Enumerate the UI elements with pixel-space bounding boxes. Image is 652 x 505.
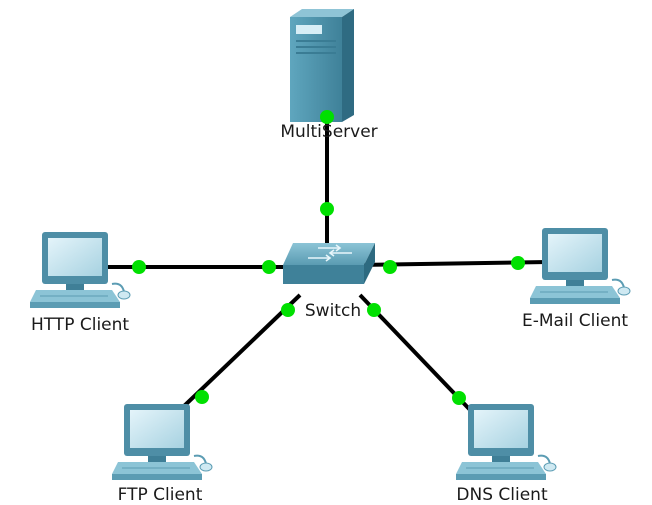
link-light [383, 260, 397, 274]
http-client-label: HTTP Client [31, 315, 129, 335]
device-email-client[interactable]: E-Mail Client [522, 228, 631, 331]
device-switch[interactable]: Switch [283, 243, 375, 321]
link-light [452, 391, 466, 405]
link-light [281, 303, 295, 317]
server-icon [290, 9, 354, 122]
multiserver-label: MultiServer [280, 122, 377, 142]
pc-icon [30, 232, 131, 308]
device-dns-client[interactable]: DNS Client [456, 404, 557, 505]
link-light [320, 110, 334, 124]
pc-icon [530, 228, 631, 304]
pc-icon [112, 404, 213, 480]
link-light [132, 260, 146, 274]
switch-label: Switch [305, 301, 361, 321]
dns-client-label: DNS Client [456, 485, 548, 505]
device-http-client[interactable]: HTTP Client [30, 232, 131, 335]
link-switch-ftp[interactable] [180, 293, 302, 410]
link-light [367, 303, 381, 317]
link-light [195, 390, 209, 404]
ftp-client-label: FTP Client [118, 485, 203, 505]
link-lights-layer [132, 110, 525, 405]
pc-icon [456, 404, 557, 480]
device-multiserver[interactable]: MultiServer [280, 9, 378, 142]
switch-icon [283, 243, 375, 284]
link-light [262, 260, 276, 274]
link-light [320, 202, 334, 216]
device-ftp-client[interactable]: FTP Client [112, 404, 213, 505]
email-client-label: E-Mail Client [522, 311, 628, 331]
link-light [511, 256, 525, 270]
